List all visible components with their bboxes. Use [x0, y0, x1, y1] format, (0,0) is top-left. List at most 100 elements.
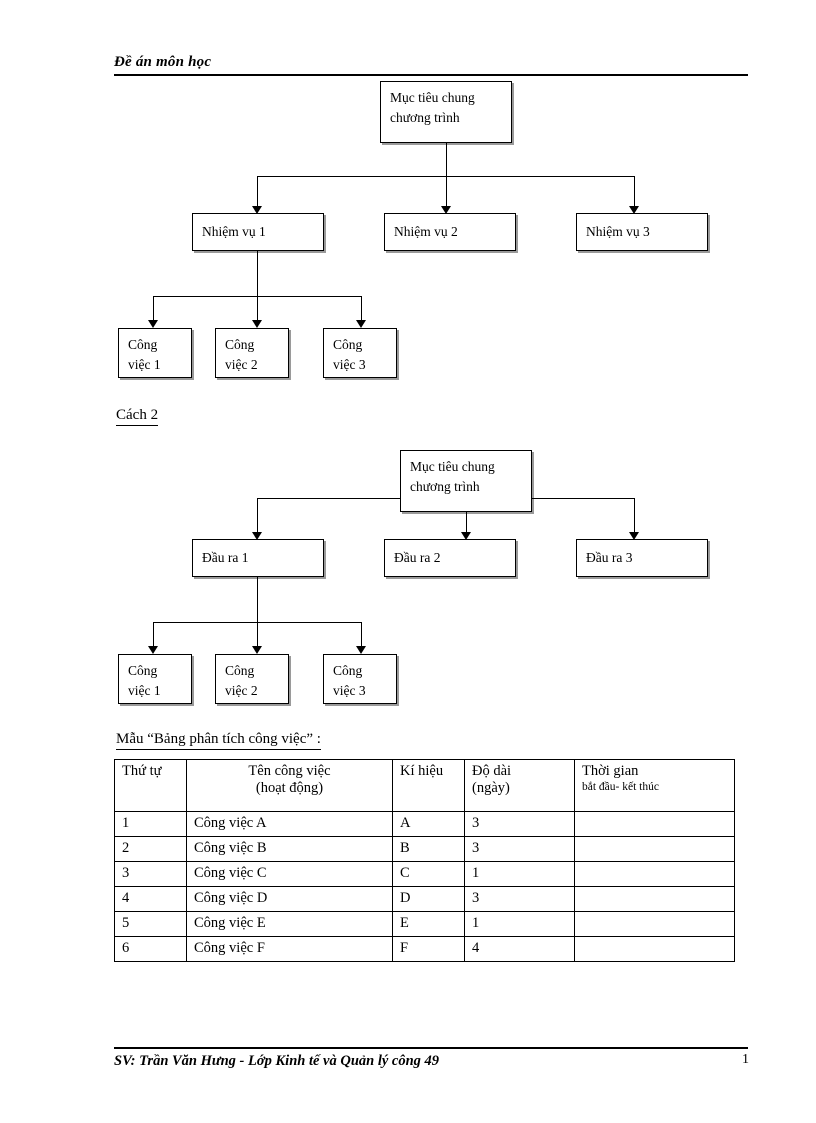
cell-symbol: B [392, 836, 465, 862]
cell-task-name: Công việc C [186, 861, 393, 887]
diagram1-work-node-2: Công việc 2 [215, 328, 289, 378]
diagram1-root-node: Mục tiêu chung chương trình [380, 81, 512, 143]
diagram2-arrow-2 [461, 532, 471, 540]
diagram2-level2-drop-3 [361, 622, 362, 648]
diagram2-drop-3 [634, 498, 635, 534]
diagram1-arrow-1 [252, 206, 262, 214]
diagram1-level2-drop-2 [257, 296, 258, 322]
section-label-work-analysis-table: Mẫu “Bảng phân tích công việc” : [116, 731, 321, 750]
column-header-task-name: Tên công việc (hoạt động) [186, 759, 393, 812]
cell-duration: 1 [464, 911, 575, 937]
cell-task-name: Công việc F [186, 936, 393, 962]
cell-symbol: E [392, 911, 465, 937]
cell-duration: 3 [464, 811, 575, 837]
cell-symbol: F [392, 936, 465, 962]
diagram1-drop-3 [634, 176, 635, 208]
cell-duration: 4 [464, 936, 575, 962]
column-header-time-line1: Thời gian [582, 763, 639, 779]
diagram2-output-node-1: Đầu ra 1 [192, 539, 324, 577]
diagram1-task-node-2: Nhiệm vụ 2 [384, 213, 516, 251]
cell-stt: 6 [114, 936, 187, 962]
column-header-symbol: Kí hiệu [392, 759, 465, 812]
cell-symbol: C [392, 861, 465, 887]
diagram2-level2-drop-1 [153, 622, 154, 648]
column-header-duration-line1: Độ dài [472, 763, 512, 779]
cell-stt: 3 [114, 861, 187, 887]
diagram2-output-node-2: Đầu ra 2 [384, 539, 516, 577]
cell-time [574, 861, 735, 887]
header-divider [114, 74, 748, 76]
diagram2-level2-drop-2 [257, 622, 258, 648]
diagram1-task-node-1: Nhiệm vụ 1 [192, 213, 324, 251]
diagram2-level2-arrow-2 [252, 646, 262, 654]
column-header-duration-line2: (ngày) [472, 780, 510, 796]
diagram2-output-node-3: Đầu ra 3 [576, 539, 708, 577]
diagram2-bus-left [257, 498, 400, 499]
diagram2-output1-stem [257, 577, 258, 622]
diagram2-arrow-1 [252, 532, 262, 540]
footer-page-number: 1 [742, 1052, 749, 1067]
cell-task-name: Công việc B [186, 836, 393, 862]
cell-stt: 4 [114, 886, 187, 912]
section-label-cach-2: Cách 2 [116, 407, 159, 426]
column-header-task-name-line2: (hoạt động) [255, 780, 324, 796]
diagram1-work-node-1: Công việc 1 [118, 328, 192, 378]
cell-symbol: A [392, 811, 465, 837]
footer-divider [114, 1047, 748, 1049]
cell-stt: 2 [114, 836, 187, 862]
cell-time [574, 836, 735, 862]
diagram2-work-node-1: Công việc 1 [118, 654, 192, 704]
cell-task-name: Công việc D [186, 886, 393, 912]
diagram2-root-node: Mục tiêu chung chương trình [400, 450, 532, 512]
cell-time [574, 811, 735, 837]
diagram1-task-node-3: Nhiệm vụ 3 [576, 213, 708, 251]
cell-time [574, 911, 735, 937]
diagram1-level2-drop-1 [153, 296, 154, 322]
diagram1-drop-1 [257, 176, 258, 208]
diagram2-arrow-3 [629, 532, 639, 540]
diagram1-drop-2 [446, 176, 447, 208]
column-header-duration: Độ dài (ngày) [464, 759, 575, 812]
cell-time [574, 936, 735, 962]
column-header-stt: Thứ tự [114, 759, 187, 812]
diagram2-drop-1 [257, 498, 258, 534]
cell-stt: 5 [114, 911, 187, 937]
diagram1-level2-arrow-2 [252, 320, 262, 328]
footer-student-info: SV: Trần Văn Hưng - Lớp Kinh tế và Quản … [114, 1053, 440, 1069]
cell-duration: 3 [464, 836, 575, 862]
cell-task-name: Công việc E [186, 911, 393, 937]
diagram2-work-node-2: Công việc 2 [215, 654, 289, 704]
diagram1-arrow-2 [441, 206, 451, 214]
diagram2-level2-arrow-3 [356, 646, 366, 654]
diagram2-level2-arrow-1 [148, 646, 158, 654]
cell-stt: 1 [114, 811, 187, 837]
diagram1-level2-arrow-1 [148, 320, 158, 328]
column-header-task-name-line1: Tên công việc [248, 763, 331, 779]
column-header-time: Thời gian bắt đầu- kết thúc [574, 759, 735, 812]
cell-duration: 1 [464, 861, 575, 887]
cell-task-name: Công việc A [186, 811, 393, 837]
diagram1-level2-drop-3 [361, 296, 362, 322]
column-header-time-line2: bắt đầu- kết thúc [582, 781, 659, 793]
cell-symbol: D [392, 886, 465, 912]
diagram2-bus-right [532, 498, 634, 499]
diagram1-root-stem [446, 143, 447, 176]
diagram2-work-node-3: Công việc 3 [323, 654, 397, 704]
diagram1-task1-stem [257, 251, 258, 296]
diagram1-arrow-3 [629, 206, 639, 214]
diagram1-work-node-3: Công việc 3 [323, 328, 397, 378]
cell-duration: 3 [464, 886, 575, 912]
page-header-title: Đề án môn học [114, 54, 212, 70]
diagram2-root-stem [466, 512, 467, 534]
diagram1-level1-bus [257, 176, 634, 177]
diagram1-level2-arrow-3 [356, 320, 366, 328]
work-analysis-table: Thứ tự Tên công việc (hoạt động) Kí hiệu… [114, 759, 735, 962]
